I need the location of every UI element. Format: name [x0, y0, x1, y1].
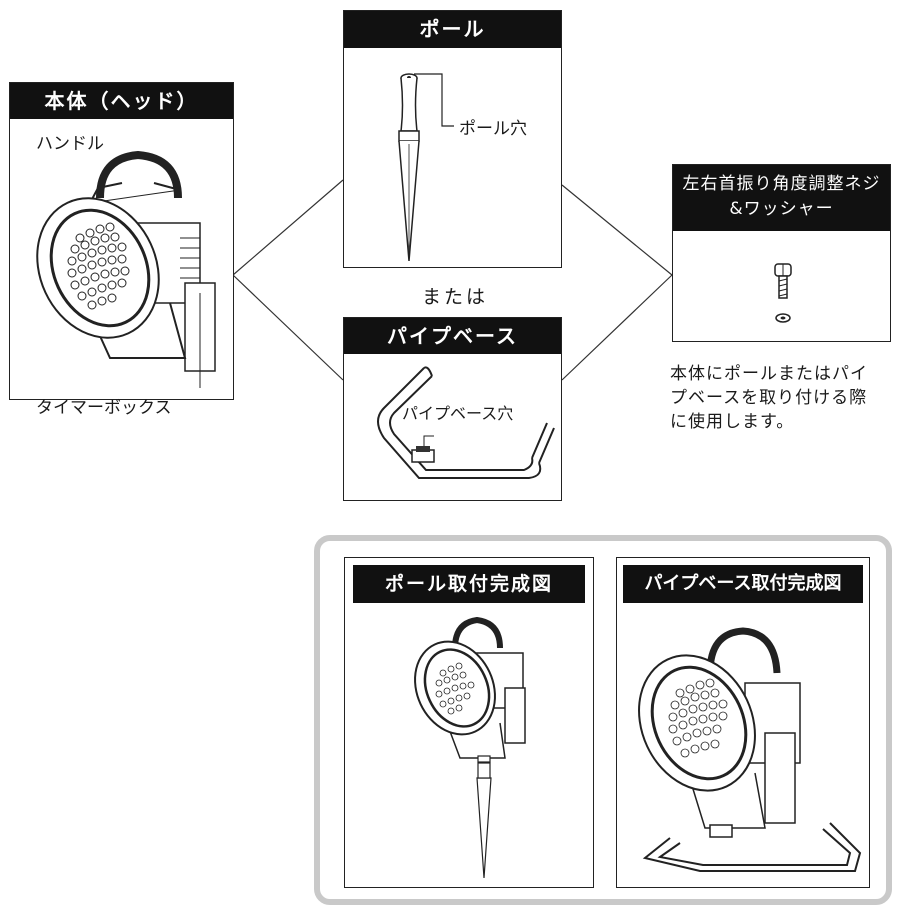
- handle-label: ハンドル: [36, 134, 104, 154]
- or-text: または: [422, 286, 489, 308]
- screw-washer-illustration: [774, 263, 792, 323]
- screw-note-line3: に使用します。: [670, 412, 795, 432]
- pole-title: ポール: [344, 11, 561, 48]
- pole-illustration: [398, 73, 454, 262]
- pole-hole-label: ポール穴: [459, 119, 527, 139]
- assembled-frame: [314, 535, 892, 905]
- pipe-base-hole-label: パイプベース穴: [402, 404, 514, 423]
- screw-title-line1: 左右首振り角度調整ネジ: [682, 174, 881, 194]
- head-panel: 本体（ヘッド） ハンドル タイマーボックス: [9, 82, 234, 418]
- screw-note-line2: プベースを取り付ける際: [670, 388, 868, 408]
- screw-title-line2: &ワッシャー: [729, 199, 834, 219]
- light-head-illustration: [36, 150, 216, 388]
- pole-assembled-title: ポール取付完成図: [353, 565, 585, 603]
- pipe-assembled-illustration: [638, 627, 862, 872]
- pipe-base-title: パイプベース: [344, 318, 561, 354]
- timer-box-label: タイマーボックス: [36, 398, 172, 418]
- screw-title: 左右首振り角度調整ネジ &ワッシャー: [673, 165, 890, 231]
- pipe-base-panel: パイプベース パイプベース穴: [343, 317, 562, 501]
- screw-note-line1: 本体にポールまたはパイ: [670, 364, 868, 384]
- pipe-assembled-title: パイプベース取付完成図: [623, 565, 863, 603]
- pole-assembled-panel: ポール取付完成図: [344, 557, 594, 888]
- pipe-assembled-panel: パイプベース取付完成図: [616, 557, 870, 888]
- pipe-base-illustration: [377, 366, 555, 479]
- pole-assembled-illustration: [414, 616, 526, 879]
- pole-panel: ポール ポール穴: [343, 10, 562, 268]
- head-title: 本体（ヘッド）: [10, 83, 233, 119]
- screw-note: 本体にポールまたはパイ プベースを取り付ける際 に使用します。: [670, 362, 868, 434]
- screw-panel: 左右首振り角度調整ネジ &ワッシャー: [672, 164, 891, 342]
